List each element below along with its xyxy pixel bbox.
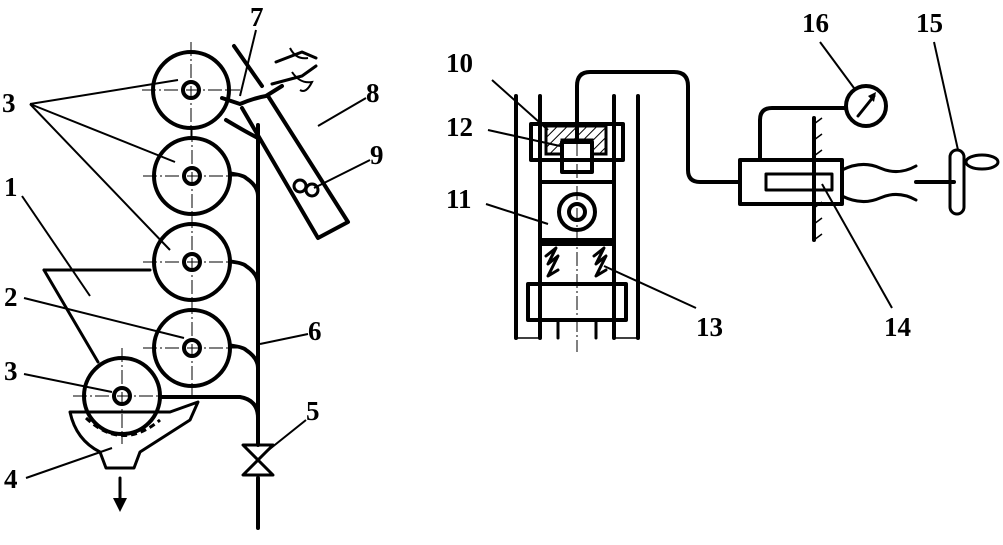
label-6: 6 <box>308 316 322 346</box>
label-3-top: 3 <box>2 88 16 118</box>
knife-and-chute <box>220 44 350 240</box>
label-4: 4 <box>4 464 18 494</box>
roll-top <box>142 42 240 138</box>
label-8: 8 <box>366 78 380 108</box>
label-11: 11 <box>446 184 472 214</box>
leader-lines <box>21 29 959 479</box>
label-12: 12 <box>446 112 473 142</box>
label-2: 2 <box>4 282 18 312</box>
label-5: 5 <box>306 396 320 426</box>
valve <box>241 443 275 477</box>
pump-cylinder <box>738 116 956 242</box>
roll-mill-assembly <box>42 42 350 530</box>
handle <box>948 148 1000 216</box>
label-3-bottom: 3 <box>4 356 18 386</box>
label-15: 15 <box>916 8 943 38</box>
feed-screws <box>292 178 320 198</box>
roll-bottom <box>73 348 171 444</box>
label-13: 13 <box>696 312 723 342</box>
roll-3 <box>143 214 241 310</box>
label-1: 1 <box>4 172 18 202</box>
label-10: 10 <box>446 48 473 78</box>
pressure-device <box>514 70 1000 352</box>
frame <box>42 268 152 364</box>
pressure-gauge <box>844 84 888 128</box>
label-14: 14 <box>884 312 911 342</box>
label-9: 9 <box>370 140 384 170</box>
labels: 3 1 2 3 4 5 6 7 8 9 10 12 11 13 14 15 16 <box>2 2 943 494</box>
label-16: 16 <box>802 8 829 38</box>
hopper-pan <box>68 400 200 512</box>
roll-4 <box>143 300 241 396</box>
label-7: 7 <box>250 2 264 32</box>
roll-2 <box>143 128 241 224</box>
hydraulic-line <box>575 70 848 184</box>
